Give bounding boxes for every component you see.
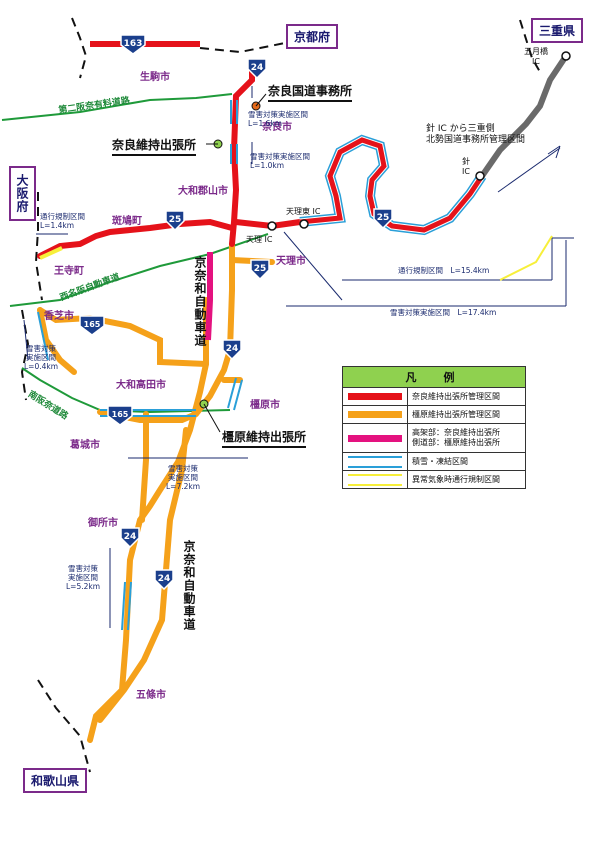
legend-row-viaduct: 高架部：奈良維持出張所 側道部：橿原維持出張所 [343, 424, 525, 453]
city-nara: 奈良市 [262, 122, 292, 133]
route-24-north-number: 24 [251, 63, 264, 73]
route-shield-24-mid: 24 [221, 338, 243, 364]
route-shield-25-tenri: 25 [249, 258, 271, 284]
note-traffic-15-4: 通行規制区間 L=15.4km [398, 266, 490, 275]
route-24-mid-number: 24 [226, 344, 239, 354]
note-snow-17-4: 雪害対策実施区間 L=17.4km [390, 308, 497, 317]
legend-row-snow: 積雪・凍結区間 [343, 453, 525, 471]
pref-wakayama: 和歌山県 [23, 768, 88, 793]
city-gojo: 五條市 [136, 690, 166, 701]
road-keina-north: 京奈和自動車道 [193, 256, 207, 347]
legend-label-snow: 積雪・凍結区間 [412, 456, 468, 466]
snow-sections [37, 100, 243, 631]
ic-gogatsubashi: 五月橋 IC [524, 47, 548, 66]
note-snow-1-0: 雪害対策実施区間 L=1.0km [250, 152, 310, 170]
legend-swatch-kashihara [348, 411, 402, 418]
route-shield-165-mid: 165 [106, 404, 134, 430]
note-hari-boundary: 針 IC から三重側 北勢国道事務所管理区間 [426, 124, 526, 145]
viaduct-line [205, 252, 213, 341]
city-gose: 御所市 [88, 518, 118, 529]
pref-mie: 三重県 [531, 18, 584, 43]
route-shield-24-gose: 24 [119, 526, 141, 552]
city-ikaruga: 斑鳩町 [112, 216, 142, 227]
legend-row-traffic: 異常気象時通行規制区間 [343, 471, 525, 488]
interchange-markers [267, 51, 571, 231]
route-shield-24-north: 24 [246, 57, 268, 83]
legend-label-kashihara: 橿原維持出張所管理区間 [412, 409, 500, 419]
nishi-meihan-line [9, 233, 269, 307]
legend-row-kashihara: 橿原維持出張所管理区間 [343, 406, 525, 424]
route-165-west-number: 165 [84, 320, 101, 329]
city-ikoma: 生駒市 [140, 72, 170, 83]
oji-traffic-section [39, 246, 63, 260]
pref-osaka: 大阪府 [9, 166, 36, 221]
note-snow-1-6: 雪害対策実施区間 L=1.6km [248, 110, 308, 128]
ic-tenri: 天理 IC [246, 235, 273, 244]
pref-kyoto: 京都府 [286, 24, 339, 49]
legend-swatch-snow [348, 455, 402, 468]
legend-title: 凡 例 [343, 367, 525, 388]
note-traffic-1-4: 通行規制区間 L=1.4km [40, 212, 85, 230]
city-kashihara: 橿原市 [250, 400, 280, 411]
route-25-west-number: 25 [169, 215, 182, 225]
legend-row-nara: 奈良維持出張所管理区間 [343, 388, 525, 406]
note-snow-5-2: 雪害対策 実施区間 L=5.2km [66, 564, 101, 591]
city-tenri: 天理市 [276, 256, 306, 267]
ic-hari: 針 IC [462, 157, 470, 176]
legend-label-traffic: 異常気象時通行規制区間 [412, 474, 500, 484]
second-hanna-road-line [1, 93, 233, 121]
office-kashihara-maintenance: 橿原維持出張所 [222, 428, 307, 448]
route-163-number: 163 [124, 39, 143, 49]
city-yamatotakada: 大和高田市 [116, 380, 166, 391]
route-24-keina-number: 24 [158, 574, 171, 584]
city-katsuragi: 葛城市 [70, 440, 100, 451]
route-25-east-number: 25 [377, 213, 390, 223]
kashihara-managed-roads [37, 241, 275, 743]
route-24-gose-number: 24 [124, 532, 137, 542]
route-25-tenri-number: 25 [254, 264, 267, 274]
route-shield-25-west: 25 [164, 209, 186, 235]
city-yamatokoriyama: 大和郡山市 [178, 186, 228, 197]
route-25-east-line [299, 137, 485, 233]
road-keina-south: 京奈和自動車道 [182, 540, 196, 631]
route-shield-163: 163 [118, 33, 148, 59]
ic-tenri-higashi: 天理東 IC [286, 207, 321, 216]
legend-swatch-viaduct [348, 434, 402, 442]
route-shield-165-west: 165 [78, 314, 106, 340]
note-snow-7-2: 雪害対策 実施区間 L=7.2km [166, 464, 201, 491]
legend-swatch-traffic [348, 473, 402, 486]
legend-swatch-nara [348, 393, 402, 400]
route-165-mid-number: 165 [112, 410, 129, 419]
minami-hanna-line [21, 367, 231, 414]
office-nara-kokudo: 奈良国道事務所 [268, 82, 353, 102]
note-snow-0-4: 雪害対策 実施区間 L=0.4km [24, 344, 59, 371]
legend: 凡 例 奈良維持出張所管理区間 橿原維持出張所管理区間 高架部：奈良維持出張所 … [342, 366, 526, 489]
office-nara-maintenance: 奈良維持出張所 [112, 136, 197, 156]
legend-label-nara: 奈良維持出張所管理区間 [412, 391, 500, 401]
dimension-lines [23, 86, 574, 628]
route-shield-25-east: 25 [372, 207, 394, 233]
city-kashiba: 香芝市 [44, 311, 74, 322]
hokusei-section-line [479, 54, 569, 178]
route-shield-24-keina: 24 [153, 568, 175, 594]
legend-label-viaduct: 高架部：奈良維持出張所 側道部：橿原維持出張所 [412, 428, 500, 447]
city-oji: 王寺町 [54, 266, 84, 277]
